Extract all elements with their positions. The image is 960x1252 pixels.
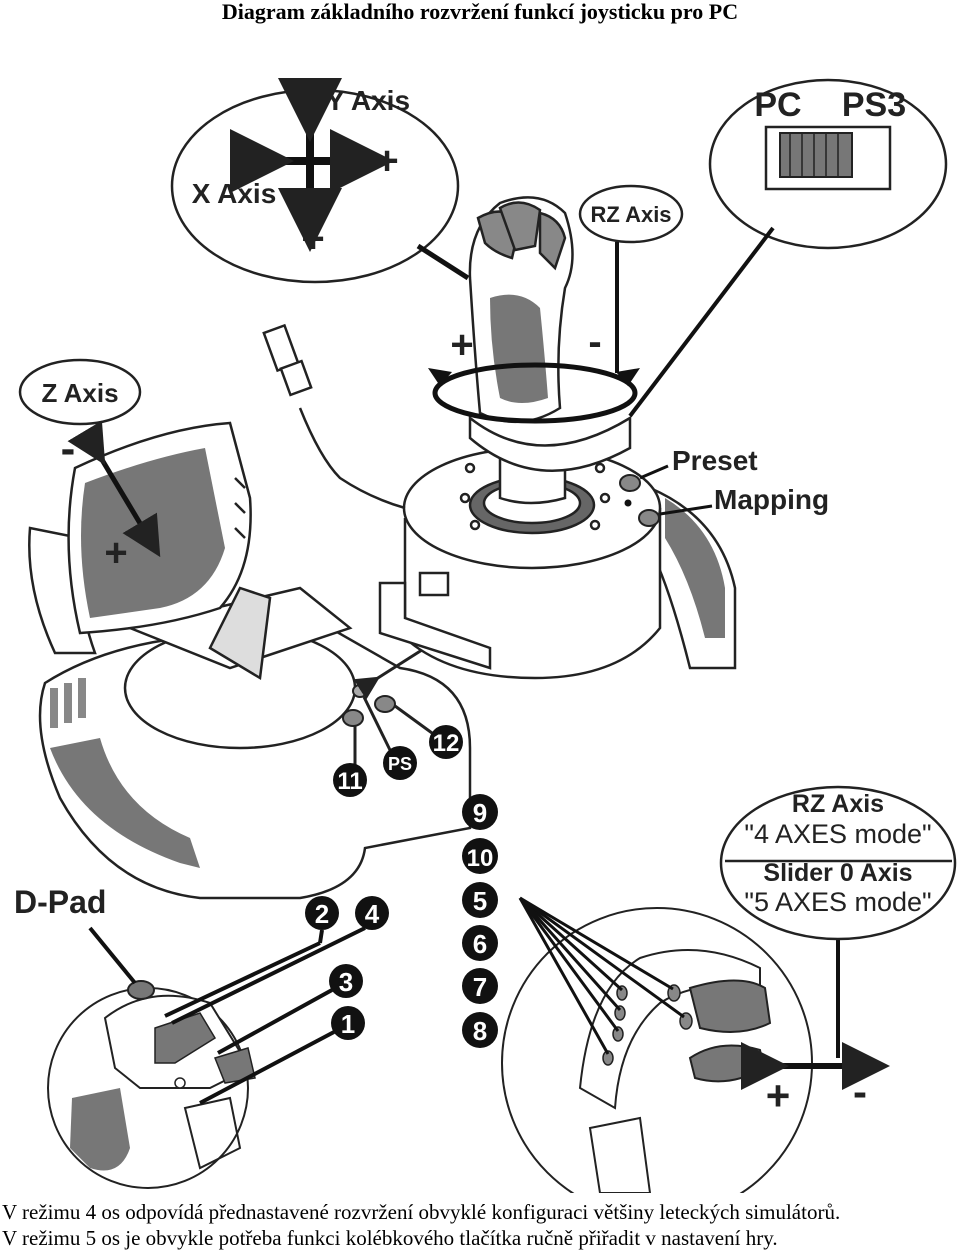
rocker-slider-mode: "5 AXES mode" bbox=[744, 887, 931, 917]
badge-7-label: 7 bbox=[473, 972, 487, 1002]
y-axis-label: Y Axis bbox=[326, 85, 410, 116]
mapping-label: Mapping bbox=[714, 484, 829, 515]
preset-label: Preset bbox=[672, 445, 758, 476]
rz-axis-label: RZ Axis bbox=[590, 202, 671, 227]
rocker-mode-callout: RZ Axis "4 AXES mode" Slider 0 Axis "5 A… bbox=[719, 785, 957, 941]
rocker-rz-title: RZ Axis bbox=[792, 790, 884, 818]
badge-4 bbox=[355, 896, 389, 930]
button-12[interactable] bbox=[374, 695, 396, 713]
badge-12 bbox=[429, 725, 463, 759]
badge-3 bbox=[329, 964, 363, 998]
buttons-detail-circle: + - bbox=[501, 896, 890, 1193]
caption-4-axes: V režimu 4 os odpovídá přednastavené roz… bbox=[2, 1200, 841, 1224]
twist-plus: + bbox=[450, 323, 473, 367]
badge-4-label: 4 bbox=[365, 899, 380, 929]
mode-switch-callout: PC PS3 bbox=[628, 78, 948, 418]
twist-arrow: + - bbox=[428, 320, 640, 424]
badge-3-label: 3 bbox=[339, 967, 353, 997]
caption-5-axes: V režimu 5 os je obvykle potřeba funkci … bbox=[2, 1226, 778, 1250]
stick-unit bbox=[378, 196, 737, 680]
badge-ps bbox=[383, 746, 417, 780]
x-axis-minus: - bbox=[233, 129, 246, 173]
badge-1-label: 1 bbox=[341, 1009, 355, 1039]
rocker-minus: - bbox=[853, 1068, 867, 1115]
twist-minus: - bbox=[588, 320, 601, 364]
dpad-label: D-Pad bbox=[14, 884, 106, 920]
badge-2-label: 2 bbox=[315, 899, 329, 929]
badge-12-label: 12 bbox=[433, 730, 460, 757]
z-axis-plus: + bbox=[104, 531, 127, 575]
x-axis-plus: + bbox=[375, 139, 398, 183]
badge-10-label: 10 bbox=[467, 845, 494, 872]
x-axis-label: X Axis bbox=[192, 178, 277, 209]
rocker-slider-title: Slider 0 Axis bbox=[763, 859, 912, 887]
z-axis-callout: Z Axis - + bbox=[18, 358, 161, 575]
mapping-button[interactable] bbox=[638, 509, 660, 527]
rocker-plus: + bbox=[766, 1072, 791, 1119]
preset-button[interactable] bbox=[619, 474, 641, 492]
y-axis-minus: - bbox=[305, 59, 318, 103]
badge-11 bbox=[333, 763, 367, 797]
joystick-diagram: 11 PS 12 Z Axis - + bbox=[14, 59, 957, 1193]
dpad-detail-circle: D-Pad 2 4 3 1 bbox=[14, 884, 389, 1189]
y-axis-plus: + bbox=[301, 217, 324, 261]
badge-9-label: 9 bbox=[473, 798, 487, 828]
preset-mapping: Preset Mapping bbox=[619, 445, 829, 527]
badge-6-label: 6 bbox=[473, 929, 487, 959]
usb-cable bbox=[262, 323, 406, 510]
page-title: Diagram základního rozvržení funkcí joys… bbox=[221, 0, 739, 24]
column-badges: 9 10 5 6 7 8 bbox=[462, 794, 498, 1048]
dpad-hat[interactable] bbox=[127, 980, 155, 1000]
ps3-label: PS3 bbox=[842, 86, 906, 124]
badge-1 bbox=[331, 1006, 365, 1040]
z-axis-minus: - bbox=[61, 424, 76, 473]
rocker-rz-mode: "4 AXES mode" bbox=[744, 819, 931, 849]
mode-switch-slider[interactable] bbox=[779, 132, 853, 178]
button-11[interactable] bbox=[342, 709, 364, 727]
throttle-base-buttons: 11 PS 12 bbox=[333, 684, 463, 797]
badge-ps-label: PS bbox=[388, 754, 412, 774]
xy-axes-callout: Y Axis X Axis - - + + bbox=[170, 59, 470, 284]
z-axis-label: Z Axis bbox=[41, 378, 118, 408]
preset-led bbox=[624, 499, 632, 507]
pc-label: PC bbox=[754, 86, 801, 124]
badge-2 bbox=[305, 896, 339, 930]
badge-5-label: 5 bbox=[473, 886, 487, 916]
rz-axis-callout: RZ Axis bbox=[578, 184, 684, 373]
button-ps[interactable] bbox=[352, 684, 368, 698]
badge-11-label: 11 bbox=[337, 768, 362, 795]
badge-8-label: 8 bbox=[473, 1016, 487, 1046]
